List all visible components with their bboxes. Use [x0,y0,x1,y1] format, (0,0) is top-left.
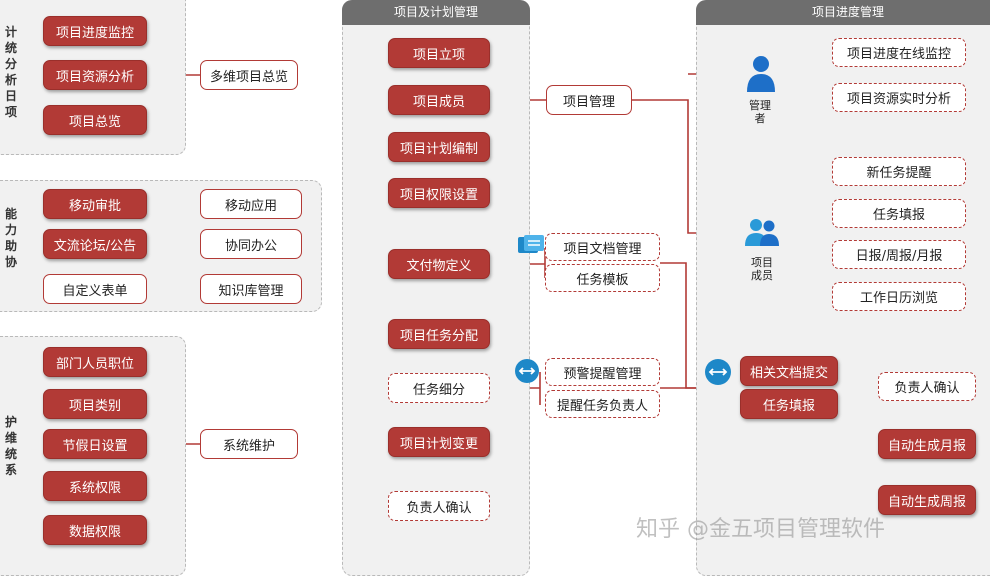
mid-owner-confirm[interactable]: 负责人确认 [388,491,490,521]
member-group-icon [745,219,779,246]
member-reports[interactable]: 日报/周报/月报 [832,240,966,269]
office-row-mobile-app[interactable]: 移动应用 [200,189,302,219]
maintenance-section-label: 护维统系 [4,415,17,477]
exchange-arrow-icon [705,359,731,385]
mid-permission[interactable]: 项目权限设置 [388,178,490,208]
maint-item-holiday[interactable]: 节假日设置 [43,429,147,459]
office-row-custom-form[interactable]: 自定义表单 [43,274,147,304]
manager-resource-analysis[interactable]: 项目资源实时分析 [832,83,966,112]
outcome-weekly-report[interactable]: 自动生成周报 [878,485,976,515]
project-management[interactable]: 项目管理 [546,85,632,115]
document-icon [518,235,544,253]
office-row-collab[interactable]: 协同办公 [200,229,302,259]
analysis-item-resource-analysis[interactable]: 项目资源分析 [43,60,147,90]
exchange-globe-icon [515,359,539,383]
office-section-label: 能力助协 [4,207,17,269]
maint-item-dept[interactable]: 部门人员职位 [43,347,147,377]
analysis-section-label: 计统分析日项 [4,25,17,119]
member-new-task[interactable]: 新任务提醒 [832,157,966,186]
manager-person-icon [747,56,775,92]
outcome-owner-confirm[interactable]: 负责人确认 [878,372,976,401]
office-row-forum[interactable]: 文流论坛/公告 [43,229,147,259]
member-calendar[interactable]: 工作日历浏览 [832,282,966,311]
middle-header: 项目及计划管理 [342,0,530,25]
mid-project-init[interactable]: 项目立项 [388,38,490,68]
system-maintenance[interactable]: 系统维护 [200,429,298,459]
outcome-monthly-report[interactable]: 自动生成月报 [878,429,976,459]
manager-progress-monitor[interactable]: 项目进度在线监控 [832,38,966,67]
submit-task-fill[interactable]: 任务填报 [740,389,838,419]
alert-mgmt[interactable]: 预警提醒管理 [545,358,660,386]
doc-mgmt[interactable]: 项目文档管理 [545,233,660,261]
mid-project-members[interactable]: 项目成员 [388,85,490,115]
remind-owner[interactable]: 提醒任务负责人 [545,390,660,418]
mid-deliverable[interactable]: 文付物定义 [388,249,490,279]
office-row-mobile-approval[interactable]: 移动审批 [43,189,147,219]
office-row-knowledge-base[interactable]: 知识库管理 [200,274,302,304]
right-header: 项目进度管理 [696,0,990,25]
maint-item-sys-perm[interactable]: 系统权限 [43,471,147,501]
mid-plan-change[interactable]: 项目计划变更 [388,427,490,457]
manager-label: 管理 者 [749,99,771,125]
submit-docs[interactable]: 相关文档提交 [740,356,838,386]
member-label: 项目 成员 [751,256,773,282]
maint-item-category[interactable]: 项目类别 [43,389,147,419]
mid-plan-compile[interactable]: 项目计划编制 [388,132,490,162]
mid-task-subdivide[interactable]: 任务细分 [388,373,490,403]
watermark: 知乎 @金五项目管理软件 [636,517,885,542]
maint-item-data-perm[interactable]: 数据权限 [43,515,147,545]
task-template[interactable]: 任务模板 [545,264,660,292]
mid-task-assign[interactable]: 项目任务分配 [388,319,490,349]
analysis-item-progress-monitor[interactable]: 项目进度监控 [43,16,147,46]
member-task-fill[interactable]: 任务填报 [832,199,966,228]
multi-project-overview[interactable]: 多维项目总览 [200,60,298,90]
analysis-item-overview[interactable]: 项目总览 [43,105,147,135]
